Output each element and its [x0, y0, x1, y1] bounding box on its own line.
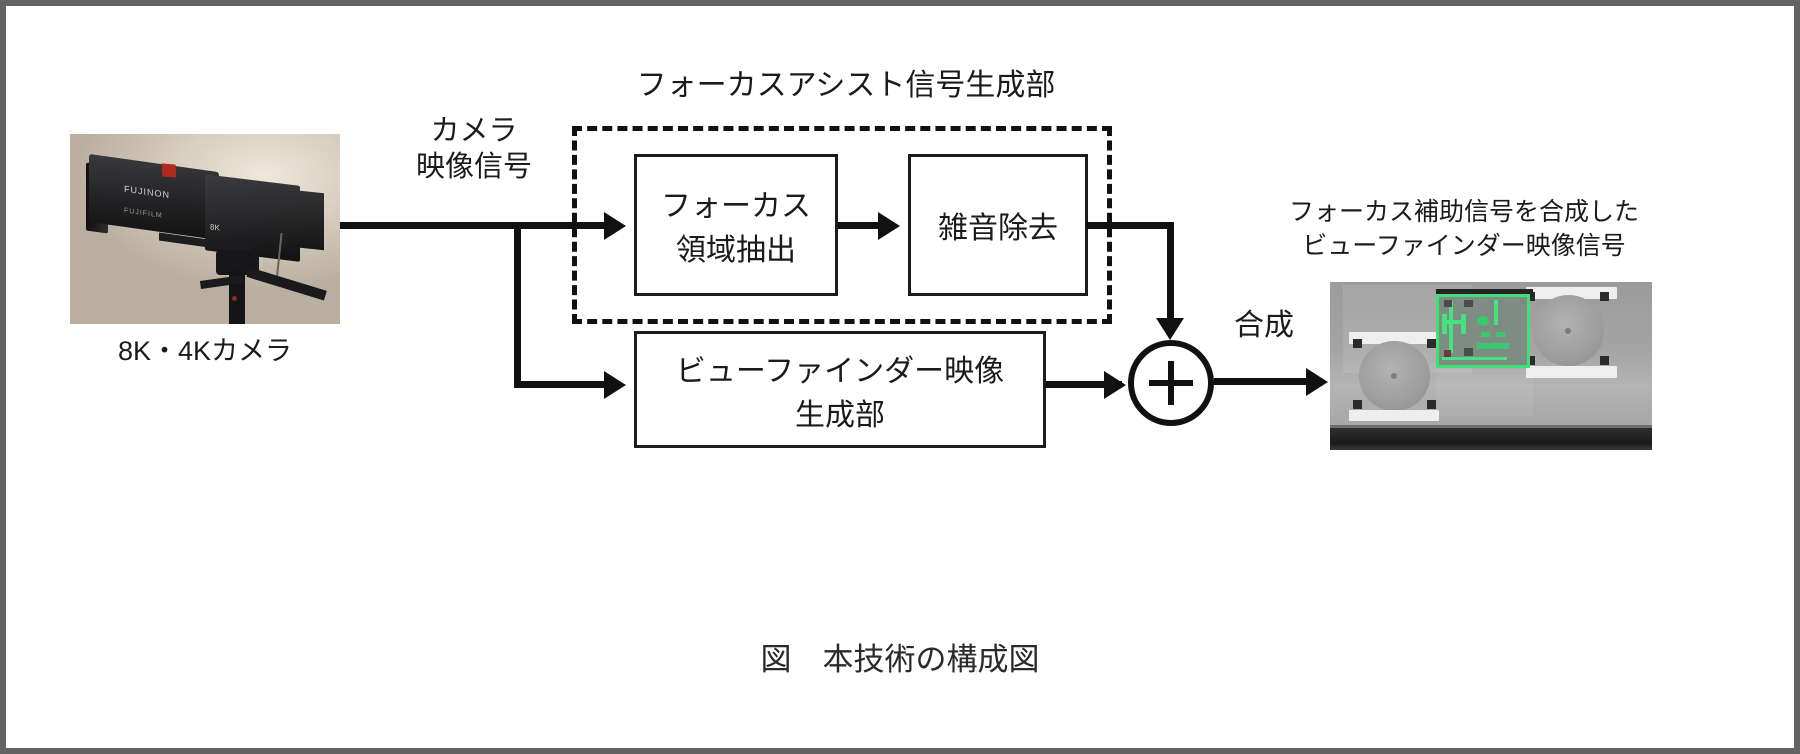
left-disc-top-mount — [1349, 332, 1440, 345]
camera-signal-label-line2: 映像信号 — [415, 151, 532, 183]
board-trace-bottom — [1441, 357, 1508, 361]
left-disc-clip-tr — [1426, 339, 1436, 349]
board-chip-2 — [1464, 299, 1473, 308]
left-disc — [1358, 340, 1430, 412]
output-caption-line1: フォーカス補助信号を合成した — [1288, 198, 1639, 226]
camera-signal-label-line1: カメラ — [430, 115, 518, 147]
right-disc-bottom-mount — [1526, 366, 1617, 378]
connector-branch-vertical — [514, 222, 521, 384]
connector-noise-to-adder-vertical — [1167, 222, 1174, 326]
viewfinder-output-image — [1330, 282, 1652, 450]
board-trace-vertical-1 — [1449, 301, 1454, 353]
tripod-column — [229, 270, 246, 324]
circuit-board-top-rail — [1436, 288, 1533, 298]
board-round-component — [1477, 315, 1489, 327]
figure-caption: 図 本技術の構成図 — [760, 642, 1040, 677]
board-chip-1 — [1443, 299, 1453, 308]
tripod-red-led — [232, 295, 238, 302]
block-viewfinder-generation-line2: 生成部 — [794, 398, 885, 432]
focus-assist-highlight-outline — [1436, 293, 1530, 368]
block-viewfinder-generation-line1: ビューファインダー映像 — [675, 354, 1005, 388]
right-disc — [1532, 295, 1604, 366]
arrowhead-to-noise-block — [878, 212, 900, 240]
board-smd-row — [1481, 332, 1491, 338]
block-noise-removal[interactable]: 雑音除去 — [908, 154, 1088, 296]
diagram-canvas: FUJINON FUJIFILM 8K 8K・4Kカメラ フォーカスアシスト信号… — [6, 6, 1794, 748]
left-disc-clip-br — [1426, 399, 1436, 409]
board-trace-h-shape — [1441, 314, 1447, 334]
camera-photo: FUJINON FUJIFILM 8K — [70, 134, 340, 324]
connector-camera-to-focus — [340, 222, 610, 229]
connector-branch-to-viewfinder — [514, 381, 610, 388]
camera-model-badge: 8K — [210, 222, 221, 233]
arrowhead-to-focus-block — [604, 212, 626, 240]
arrowhead-to-viewfinder-block — [604, 371, 626, 399]
block-focus-region-extraction[interactable]: フォーカス 領域抽出 — [634, 154, 838, 296]
right-disc-top-mount — [1526, 287, 1617, 299]
table-front-edge — [1330, 424, 1652, 429]
connector-adder-to-output — [1214, 378, 1318, 385]
arrowhead-to-output-image — [1306, 368, 1328, 396]
adder-plus-vertical — [1168, 361, 1174, 405]
block-focus-region-extraction-line2: 領域抽出 — [676, 234, 796, 267]
right-disc-clip-bl — [1526, 355, 1536, 365]
board-trace-horizontal-1 — [1441, 320, 1467, 325]
section-title: フォーカスアシスト信号生成部 — [636, 69, 1056, 102]
board-smd-row-2 — [1496, 332, 1506, 338]
board-chip-3 — [1464, 348, 1473, 356]
right-disc-clip-tr — [1600, 292, 1610, 302]
adder-node[interactable] — [1128, 340, 1214, 426]
connector-viewfinder-to-adder — [1046, 381, 1122, 388]
right-disc-hub — [1565, 327, 1572, 334]
camera-red-marker — [161, 163, 176, 179]
block-focus-region-extraction-line1: フォーカス — [661, 190, 811, 223]
block-noise-removal-label: 雑音除去 — [938, 212, 1058, 245]
table-reflection — [1436, 369, 1533, 417]
board-trace-h-shape-right — [1461, 314, 1467, 334]
board-trace-vertical-2 — [1494, 299, 1498, 325]
right-disc-clip-br — [1600, 355, 1610, 365]
left-disc-clip-bl — [1352, 399, 1362, 409]
connector-focus-to-noise — [838, 222, 884, 229]
board-connector-strip — [1477, 342, 1510, 350]
connector-noise-to-adder-horizontal — [1086, 222, 1174, 229]
block-viewfinder-generation[interactable]: ビューファインダー映像 生成部 — [634, 331, 1046, 448]
camera-caption: 8K・4Kカメラ — [117, 336, 293, 366]
arrowhead-into-adder-top — [1156, 318, 1184, 340]
merge-label: 合成 — [1234, 309, 1294, 342]
left-disc-clip-tl — [1352, 339, 1362, 349]
arrowhead-into-adder-left — [1104, 371, 1126, 399]
circuit-board — [1436, 293, 1530, 368]
left-disc-bottom-mount — [1349, 409, 1440, 422]
board-chip-4 — [1443, 349, 1452, 357]
output-caption-line2: ビューファインダー映像信号 — [1302, 232, 1626, 260]
table-surface — [1330, 428, 1652, 450]
camera-rear-unit — [280, 188, 324, 251]
left-disc-hub — [1391, 373, 1398, 380]
